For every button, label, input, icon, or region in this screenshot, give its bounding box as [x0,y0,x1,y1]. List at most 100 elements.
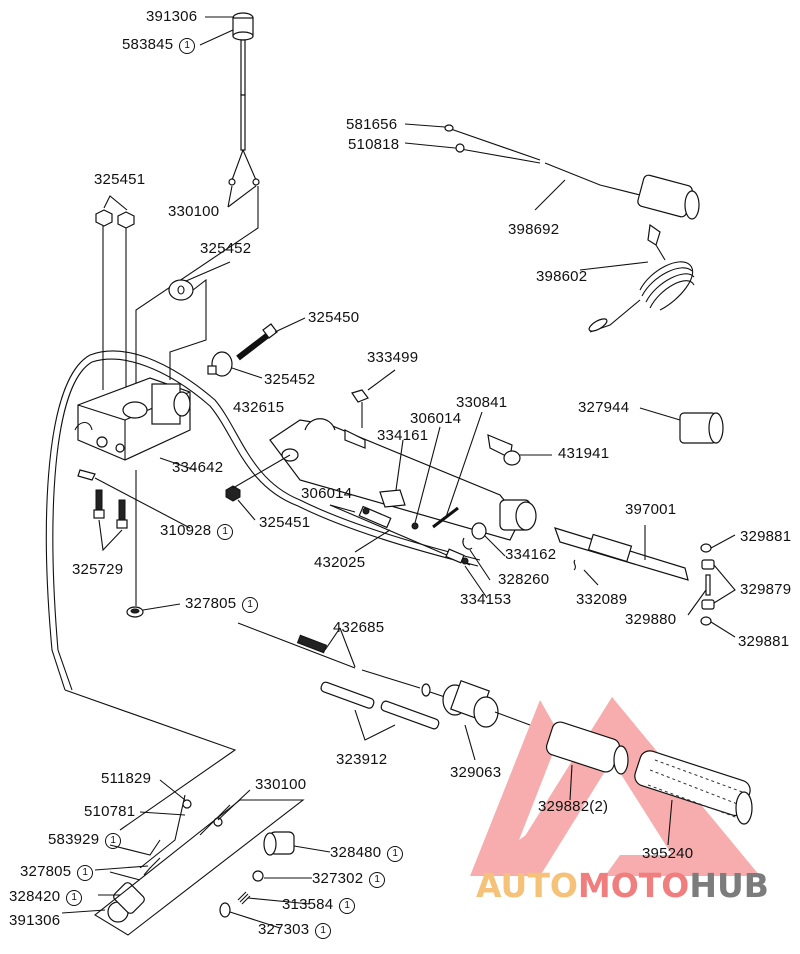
cable-432025 [329,504,471,566]
part-number: 334162 [505,546,557,563]
part-label: 398602 [536,269,587,285]
part-label: 330100 [168,204,219,220]
part-number: 432685 [333,619,385,636]
note-1-icon: 1 [77,865,94,881]
part-number: 329881 [738,633,790,650]
part-label: 323912 [336,752,387,768]
part-label: 306014 [410,411,461,427]
part-number: 325452 [264,371,316,388]
watermark: AUTOMOTOHUB [476,866,769,906]
watermark-moto: MOTO [577,866,690,905]
part-number: 511829 [101,770,152,787]
part-number: 329879 [740,581,792,598]
part-number: 327805 [185,595,237,612]
part-number: 306014 [301,485,353,502]
note-1-icon: 1 [369,872,386,888]
part-label: 332089 [576,592,627,608]
part-number: 313584 [282,896,334,913]
washer-icon [168,279,194,301]
part-number: 397001 [625,501,677,518]
part-label: 334642 [172,460,223,476]
part-label: 334162 [505,547,556,563]
part-number: 583845 [122,36,174,53]
part-number: 329881 [740,528,792,545]
part-number: 323912 [336,751,388,768]
part-number: 398602 [536,268,588,285]
watermark-logo-icon [470,697,760,876]
part-number: 334642 [172,459,224,476]
part-label: 325452 [264,372,315,388]
note-1-icon: 1 [315,923,332,939]
part-number: 325729 [72,561,124,578]
throttle-shaft [554,525,689,586]
part-number: 330100 [255,776,307,793]
part-label: 510781 [84,804,135,820]
part-number: 333499 [367,349,419,366]
note-1-icon: 1 [105,833,122,849]
part-number: 327303 [258,921,310,938]
part-label: 397001 [625,502,676,518]
part-number: 330841 [456,394,508,411]
part-label: 510818 [348,137,399,153]
part-label: 581656 [346,117,397,133]
kill-switch-cable [444,124,700,220]
part-label: 329880 [625,612,676,628]
part-number: 583929 [48,831,100,848]
part-label: 313584 1 [282,896,356,914]
note-1-icon: 1 [339,898,356,914]
cap-327944 [639,407,724,444]
part-label: 432025 [314,555,365,571]
part-label: 511829 [101,771,151,787]
part-label: 329881 [740,529,791,545]
part-number: 306014 [410,410,462,427]
part-label: 327944 [578,400,629,416]
nuts-325451 [95,195,135,390]
part-number: 327302 [312,870,364,887]
part-label: 330100 [255,777,306,793]
part-number: 329063 [450,764,502,781]
part-label: 432685 [333,620,384,636]
note-1-icon: 1 [66,890,83,906]
part-number: 325450 [308,309,360,326]
part-label: 395240 [642,846,693,862]
part-label: 432615 [233,400,284,416]
part-number: 332089 [576,591,628,608]
part-label: 333499 [367,350,418,366]
part-label: 583845 1 [122,36,196,54]
part-label: 310928 1 [160,522,234,540]
note-1-icon: 1 [217,524,234,540]
lanyard-coil [579,223,695,333]
part-number: 431941 [558,445,610,462]
part-label: 327805 1 [20,863,94,881]
part-number: 510818 [348,136,400,153]
part-number: 334153 [460,591,512,608]
part-label: 325451 [259,515,310,531]
part-number: 327805 [20,863,72,880]
part-label: 334161 [377,428,428,444]
note-1-icon: 1 [179,38,196,54]
part-number: 310928 [160,522,212,539]
grip-395240 [634,750,753,846]
watermark-auto: AUTO [476,866,578,905]
part-number: 328420 [9,888,61,905]
part-number: 391306 [9,912,61,929]
part-label: 391306 [9,913,60,929]
part-number: 432025 [314,554,366,571]
part-label: 328420 1 [9,888,83,906]
part-label: 325451 [94,172,145,188]
part-number: 334161 [377,427,429,444]
part-number: 432615 [233,399,285,416]
part-number: 329880 [625,611,677,628]
part-329063 [442,680,531,761]
part-label: 431941 [558,446,609,462]
part-number: 581656 [346,116,398,133]
part-number: 325452 [200,240,252,257]
part-label: 334153 [460,592,511,608]
part-label: 328260 [498,572,549,588]
part-number: 398692 [508,221,560,238]
part-label: 329881 [738,634,789,650]
part-label: 325452 [200,241,251,257]
